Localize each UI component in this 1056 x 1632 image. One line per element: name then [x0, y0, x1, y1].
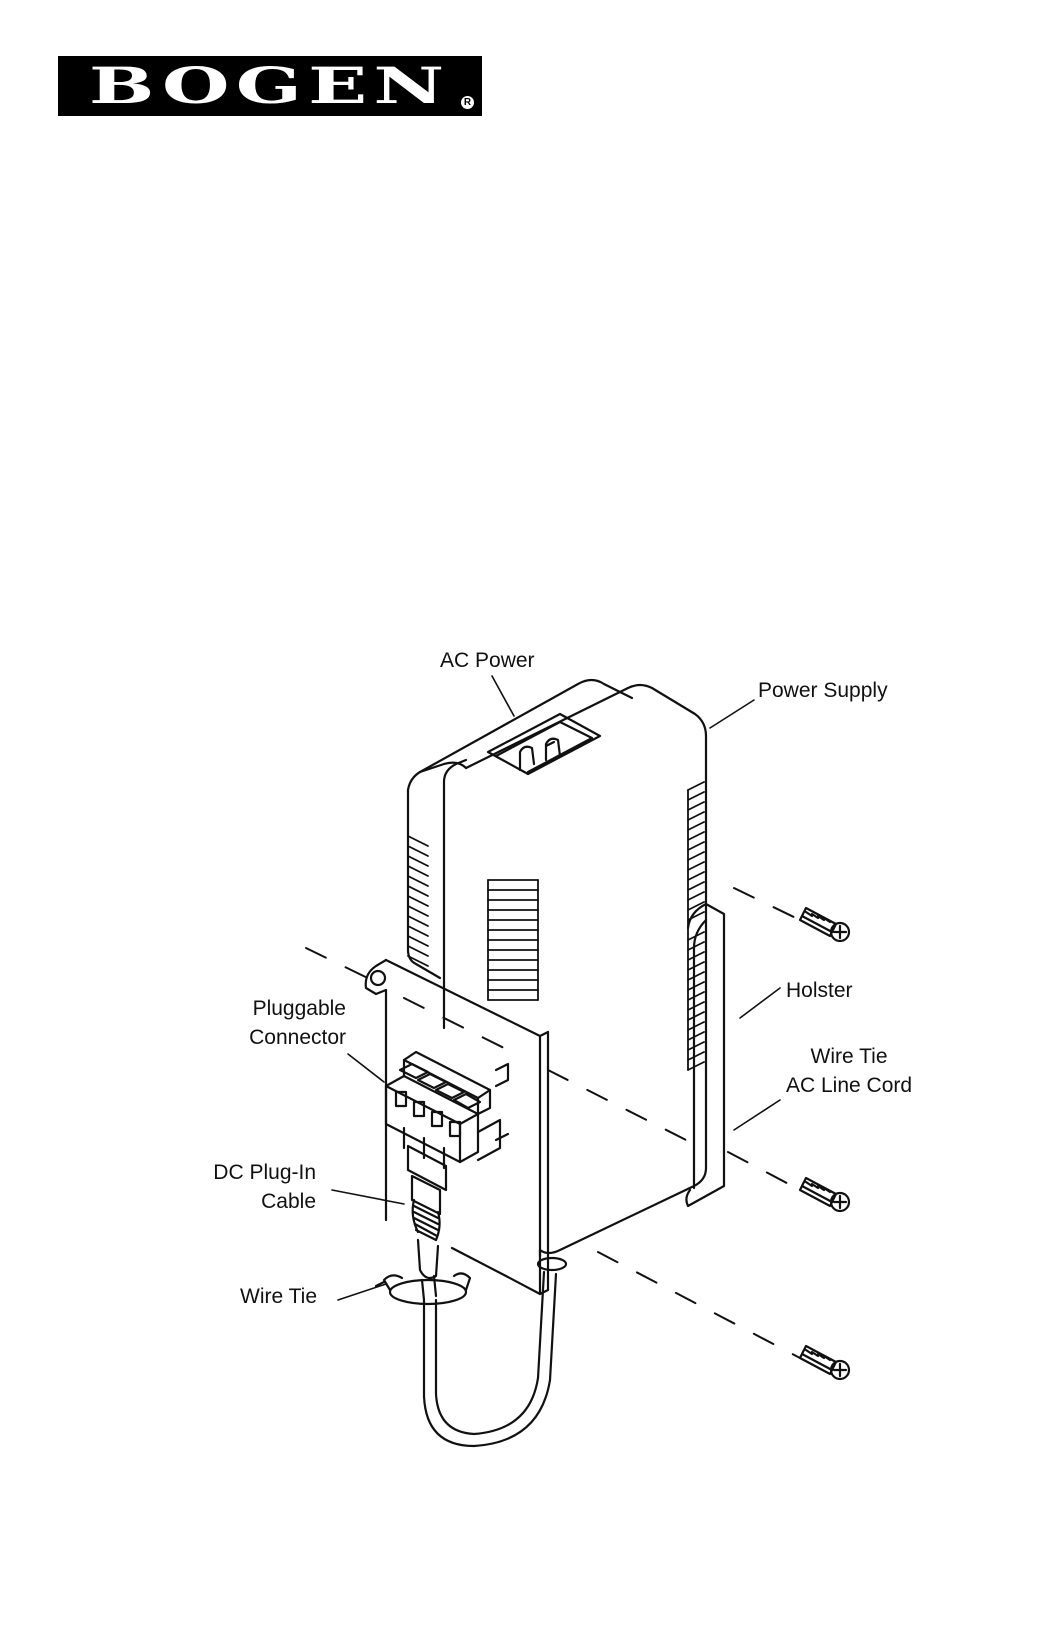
- pluggable-connector-shape: [386, 1052, 500, 1168]
- label-ac-power: AC Power: [440, 646, 535, 675]
- screw-bottom: [800, 1346, 849, 1379]
- alignment-lines: [306, 888, 800, 1358]
- screw-middle: [800, 1178, 849, 1211]
- label-dc-plug-in-cable: DC Plug-In Cable: [196, 1158, 316, 1216]
- label-power-supply: Power Supply: [758, 676, 888, 705]
- dc-plug-in-cable-shape: [408, 1146, 446, 1300]
- front-vents: [488, 880, 538, 1000]
- power-supply-body: [408, 680, 706, 1256]
- ac-inlet: [488, 714, 600, 774]
- label-pluggable-connector: Pluggable Connector: [228, 994, 346, 1052]
- screw-top: [800, 908, 849, 941]
- left-vents: [408, 836, 428, 966]
- label-holster: Holster: [786, 976, 853, 1005]
- leader-lines: [332, 676, 780, 1300]
- label-wire-tie: Wire Tie: [240, 1282, 317, 1311]
- ac-line-cord: [424, 1258, 566, 1446]
- label-wire-tie-ac-line-cord: Wire Tie AC Line Cord: [786, 1042, 912, 1100]
